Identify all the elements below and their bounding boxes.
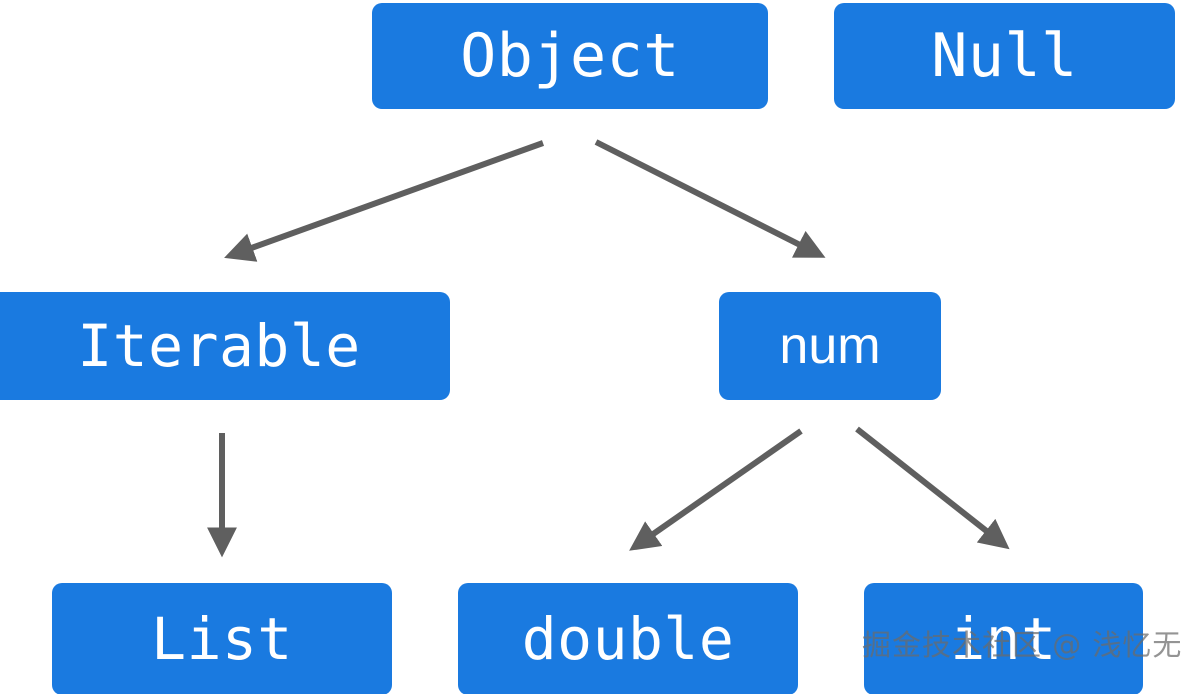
node-label: Null [931,21,1078,91]
node-null[interactable]: Null [834,3,1175,109]
node-double[interactable]: double [458,583,798,694]
arrow-object-iterable [224,140,545,262]
node-label: double [521,605,735,673]
arrow-object-num [594,139,826,258]
node-iterable[interactable]: Iterable [0,292,450,400]
node-object[interactable]: Object [372,3,768,109]
watermark-text: 掘金技术社区 @ 浅忆无痕 [862,628,1182,662]
node-label: num [779,317,881,375]
node-label: List [151,605,293,673]
node-label: int [950,605,1057,673]
node-label: Object [460,21,680,91]
node-int[interactable]: int [864,583,1143,694]
node-list[interactable]: List [52,583,392,694]
node-label: Iterable [77,312,361,380]
arrow-num-int [855,426,1010,550]
node-num[interactable]: num [719,292,941,400]
arrow-num-double [629,428,803,551]
